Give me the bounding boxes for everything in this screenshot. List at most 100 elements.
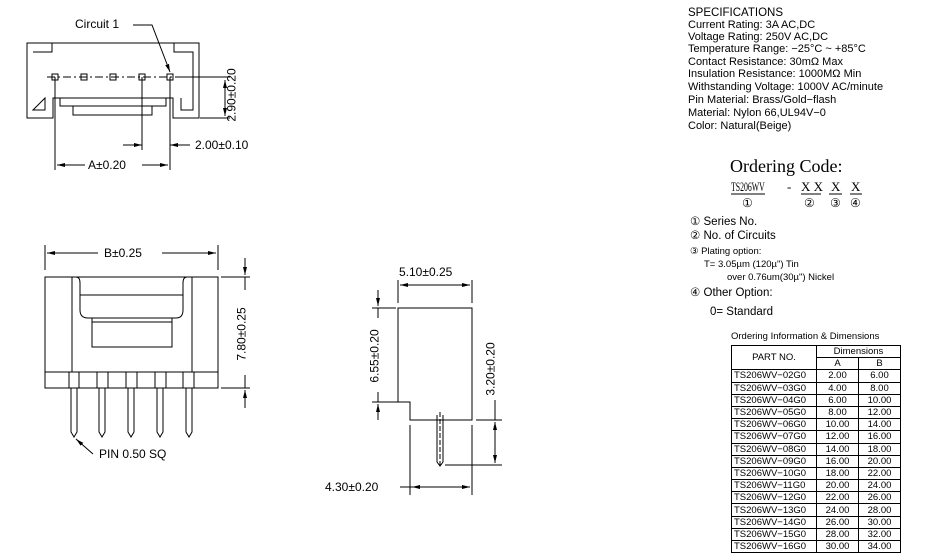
dim-a-cell: 18.00 — [816, 466, 859, 481]
part-no-cell: TS206WV−06G0 — [731, 418, 817, 432]
dim-b-cell: 22.00 — [858, 466, 901, 481]
header-dimensions: Dimensions — [816, 344, 901, 359]
code-option: X — [851, 179, 861, 194]
dim-b-cell: 14.00 — [858, 418, 901, 432]
pin-size-label: PIN 0.50 SQ — [99, 447, 167, 461]
ordering-code-title: Ordering Code: — [730, 156, 843, 176]
part-no-cell: TS206WV−05G0 — [731, 405, 817, 420]
dim-pitch: 2.00±0.10 — [195, 138, 249, 152]
dim-b: B±0.25 — [104, 246, 142, 260]
dim-a-cell: 24.00 — [816, 503, 859, 517]
part-no-cell: TS206WV−03G0 — [731, 381, 817, 395]
part-no-cell: TS206WV−09G0 — [731, 454, 817, 468]
dim-b-cell: 30.00 — [858, 515, 901, 529]
marker-2: ② — [804, 196, 815, 210]
part-no-cell: TS206WV−12G0 — [731, 491, 817, 505]
dim-b-cell: 6.00 — [858, 369, 901, 383]
dim-a-cell: 4.00 — [816, 381, 859, 395]
header-b: B — [858, 357, 901, 371]
spec-line: Current Rating: 3A AC,DC — [688, 19, 816, 31]
spec-line: Pin Material: Brass/Gold−flash — [688, 94, 837, 106]
dim-b-cell: 18.00 — [858, 442, 901, 456]
dim-a-cell: 28.00 — [816, 527, 859, 542]
dim-a-cell: 8.00 — [816, 405, 859, 420]
circuit-1-label: Circuit 1 — [75, 17, 120, 31]
top-view — [26, 24, 230, 170]
dim-b-cell: 8.00 — [858, 381, 901, 395]
legend-plating-tin: T= 3.05µm (120µ") Tin — [704, 259, 799, 270]
dim-b-cell: 32.00 — [858, 527, 901, 542]
dim-a-cell: 26.00 — [816, 515, 859, 529]
dim-pin-offset: 4.30±0.20 — [325, 480, 379, 494]
spec-line: Insulation Resistance: 1000MΩ Min — [688, 68, 862, 80]
dim-a-cell: 2.00 — [816, 369, 859, 383]
part-no-cell: TS206WV−08G0 — [731, 442, 817, 456]
spec-line: Voltage Rating: 250V AC,DC — [688, 31, 829, 43]
dim-a-cell: 20.00 — [816, 479, 859, 493]
dim-b-cell: 16.00 — [858, 430, 901, 444]
part-no-cell: TS206WV−10G0 — [731, 466, 817, 481]
part-no-cell: TS206WV−04G0 — [731, 393, 817, 407]
pins — [68, 371, 195, 438]
part-no-cell: TS206WV−07G0 — [731, 430, 817, 444]
series-code: TS206WV — [731, 179, 765, 194]
part-no-cell: TS206WV−02G0 — [731, 369, 817, 383]
part-no-cell: TS206WV−14G0 — [731, 515, 817, 529]
marker-4: ④ — [850, 196, 861, 210]
marker-1: ① — [742, 196, 753, 210]
part-no-cell: TS206WV−16G0 — [731, 539, 817, 554]
part-no-cell: TS206WV−13G0 — [731, 503, 817, 517]
legend-plating-nickel: over 0.76um(30µ") Nickel — [727, 272, 835, 283]
dim-b-cell: 20.00 — [858, 454, 901, 468]
legend-other-option: ④ Other Option: — [690, 287, 773, 299]
part-no-cell: TS206WV−15G0 — [731, 527, 817, 542]
spec-line: Withstanding Voltage: 1000V AC/minute — [688, 81, 884, 93]
legend-series: ① Series No. — [690, 216, 758, 228]
legend-circuits: ② No. of Circuits — [690, 230, 776, 242]
spec-line: Material: Nylon 66,UL94V−0 — [688, 107, 826, 119]
dim-b-cell: 10.00 — [858, 393, 901, 407]
dim-a-cell: 22.00 — [816, 491, 859, 505]
front-view — [44, 245, 250, 455]
code-circuits: X X — [801, 179, 824, 194]
spec-line: Contact Resistance: 30mΩ Max — [688, 56, 843, 68]
dim-front-height: 7.80±0.25 — [234, 307, 249, 361]
dim-a-cell: 6.00 — [816, 393, 859, 407]
dim-top-height: 2.90±0.20 — [224, 68, 239, 122]
table-title: Ordering Information & Dimensions — [731, 331, 880, 342]
dim-a-cell: 14.00 — [816, 442, 859, 456]
code-plating: X — [831, 179, 841, 194]
code-dash: - — [787, 179, 792, 194]
header-part-no: PART NO. — [731, 344, 817, 371]
marker-3: ③ — [830, 196, 841, 210]
dim-b-cell: 28.00 — [858, 503, 901, 517]
dim-b-cell: 34.00 — [858, 539, 901, 554]
legend-plating: ③ Plating option: — [690, 246, 762, 257]
side-view — [372, 280, 502, 495]
dim-body-height: 6.55±0.20 — [367, 329, 382, 383]
dim-a-cell: 16.00 — [816, 454, 859, 468]
dim-side-width: 5.10±0.25 — [399, 265, 453, 279]
dim-pin-length: 3.20±0.20 — [483, 342, 498, 396]
dim-b-cell: 26.00 — [858, 491, 901, 505]
spec-line: Temperature Range: −25°C ~ +85°C — [688, 43, 866, 55]
header-a: A — [816, 357, 859, 371]
legend-standard: 0= Standard — [710, 306, 773, 318]
dim-a-cell: 30.00 — [816, 539, 859, 554]
